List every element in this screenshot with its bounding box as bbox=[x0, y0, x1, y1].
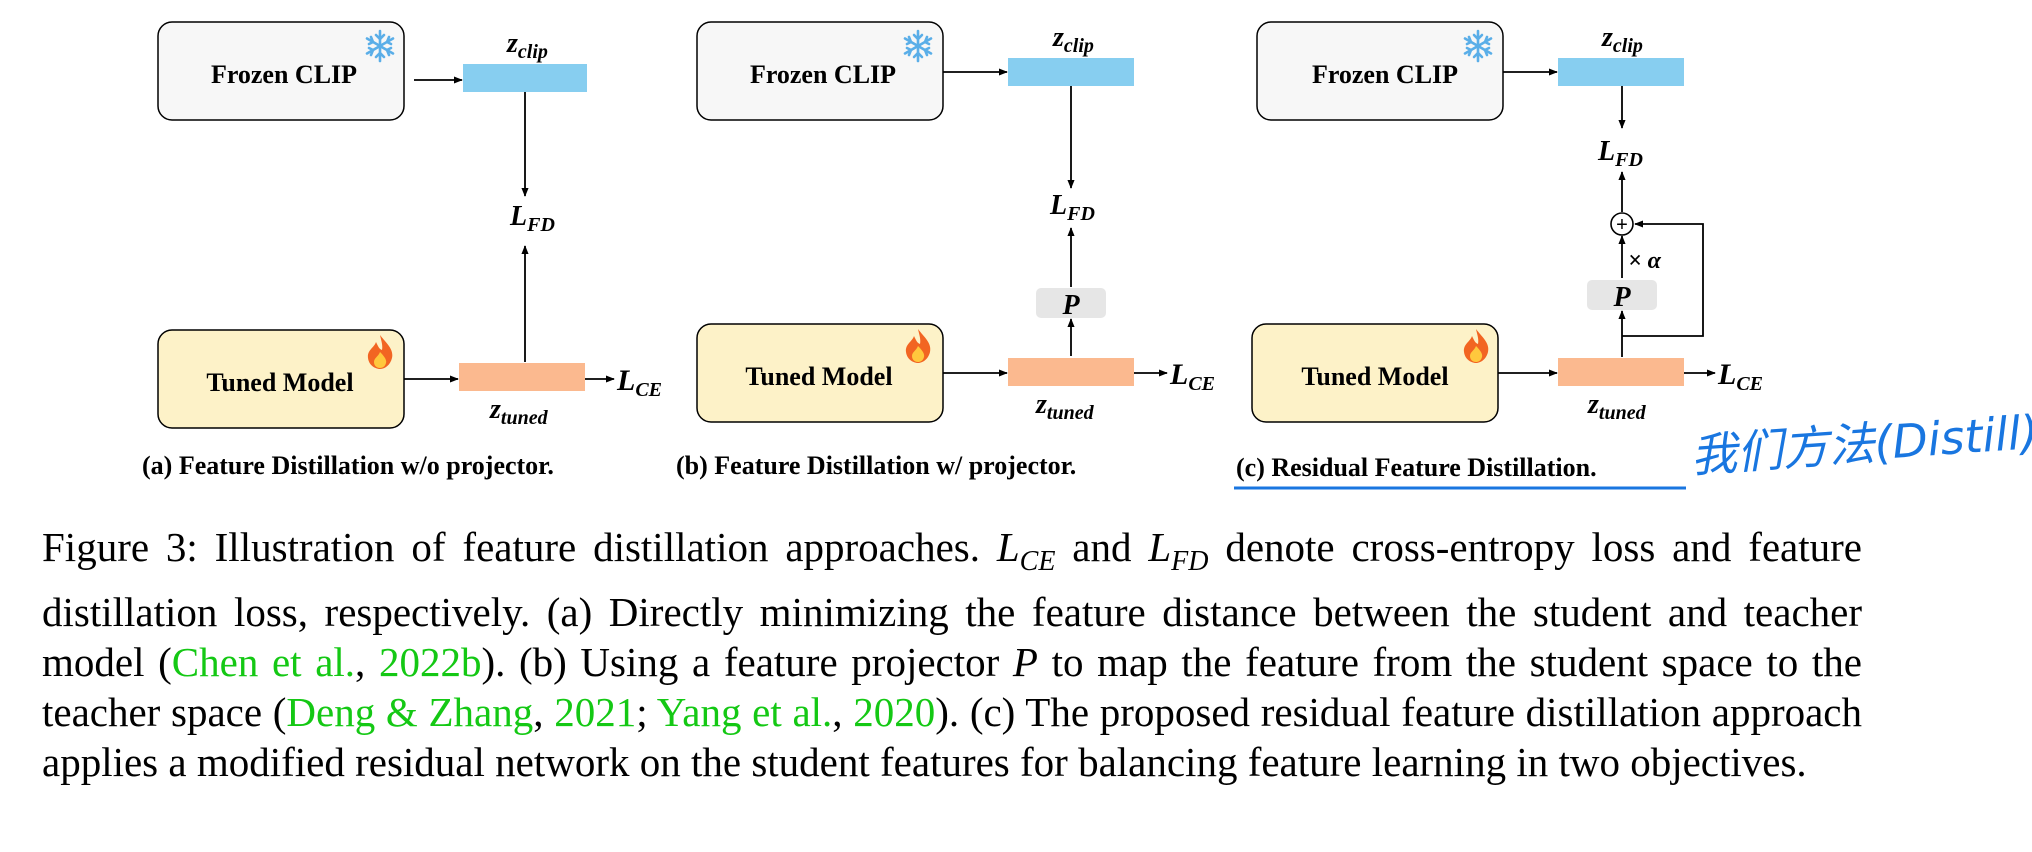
z-tuned-label: ztuned bbox=[1587, 389, 1647, 424]
math-p: P bbox=[1012, 639, 1038, 686]
citation-link[interactable]: Deng & Zhang bbox=[286, 689, 534, 736]
figure-caption: Figure 3: Illustration of feature distil… bbox=[42, 524, 1862, 786]
tuned-model-label: Tuned Model bbox=[745, 362, 892, 391]
frozen-clip-box bbox=[1256, 21, 1504, 121]
l-fd-label: LFD bbox=[1049, 190, 1095, 225]
frozen-clip-box bbox=[696, 21, 944, 121]
projector-box bbox=[1036, 288, 1106, 318]
add-node bbox=[1610, 212, 1634, 236]
z-clip-bar bbox=[1558, 58, 1684, 86]
citation-year-link[interactable]: 2020 bbox=[853, 689, 936, 736]
tuned-model-label: Tuned Model bbox=[206, 368, 353, 397]
z-tuned-bar bbox=[1008, 358, 1134, 386]
citation-link[interactable]: Yang et al. bbox=[656, 689, 833, 736]
panel-b: Frozen CLIP zclip LFD P Tuned Model LCE … bbox=[676, 21, 1215, 480]
panel-c: Frozen CLIP zclip LFD + × α P Tuned Mode… bbox=[1234, 21, 2032, 490]
figure-diagram: Frozen CLIP zclip LFD Tuned Model LCE zt… bbox=[142, 21, 2032, 490]
frozen-clip-label: Frozen CLIP bbox=[211, 60, 357, 89]
tuned-model-label: Tuned Model bbox=[1301, 362, 1448, 391]
z-clip-label: zclip bbox=[506, 28, 548, 63]
frozen-clip-label: Frozen CLIP bbox=[1312, 60, 1458, 89]
citation-link[interactable]: Chen et al. bbox=[171, 639, 356, 686]
z-tuned-bar bbox=[1558, 358, 1684, 386]
panel-b-caption: (b) Feature Distillation w/ projector. bbox=[676, 451, 1076, 480]
z-tuned-bar bbox=[459, 363, 585, 391]
panel-a: Frozen CLIP zclip LFD Tuned Model LCE zt… bbox=[142, 21, 662, 480]
l-ce-label: LCE bbox=[616, 364, 662, 401]
projector-label: P bbox=[1612, 282, 1631, 313]
frozen-clip-label: Frozen CLIP bbox=[750, 60, 896, 89]
panel-a-caption: (a) Feature Distillation w/o projector. bbox=[142, 451, 554, 480]
l-fd-label: LFD bbox=[1597, 136, 1643, 171]
z-clip-label: zclip bbox=[1601, 22, 1643, 57]
z-clip-bar bbox=[1008, 58, 1134, 86]
math-lfd: LFD bbox=[1148, 524, 1209, 578]
projector-label: P bbox=[1061, 290, 1080, 321]
handwritten-note: 我们方法(Distill) bbox=[1689, 405, 2032, 483]
projector-box bbox=[1587, 280, 1657, 310]
l-fd-label: LFD bbox=[509, 201, 555, 236]
citation-year-link[interactable]: 2022b bbox=[378, 639, 482, 686]
frozen-clip-box bbox=[157, 21, 405, 121]
z-clip-bar bbox=[463, 64, 587, 92]
scale-label: × α bbox=[1628, 248, 1662, 274]
plus-icon: + bbox=[1616, 214, 1628, 236]
panel-c-caption: (c) Residual Feature Distillation. bbox=[1236, 453, 1597, 482]
z-clip-label: zclip bbox=[1052, 22, 1094, 57]
residual-skip-arrow bbox=[1622, 220, 1704, 337]
citation-year-link[interactable]: 2021 bbox=[554, 689, 637, 736]
z-tuned-label: ztuned bbox=[489, 394, 549, 429]
z-tuned-label: ztuned bbox=[1035, 389, 1095, 424]
math-lce: LCE bbox=[996, 524, 1056, 578]
l-ce-label: LCE bbox=[1169, 358, 1215, 395]
l-ce-label: LCE bbox=[1717, 358, 1763, 395]
